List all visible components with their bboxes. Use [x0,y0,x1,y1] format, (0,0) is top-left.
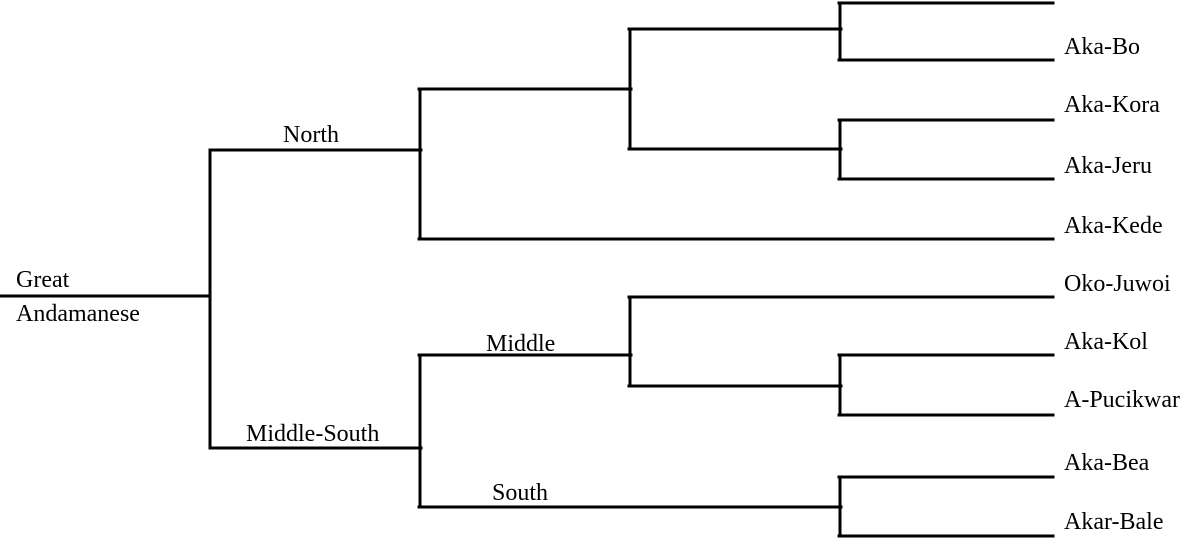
root-label-line1: Great [16,267,70,293]
middle-south-node-label: Middle-South [246,421,380,447]
south-node-label: South [492,480,549,506]
oko-juwoi-leaf-label: Oko-Juwoi [1064,271,1171,297]
aka-kora-leaf-label: Aka-Kora [1064,92,1160,118]
north-node-label: North [283,122,339,148]
middle-node-label: Middle [486,331,556,357]
aka-jeru-leaf-label: Aka-Jeru [1064,153,1152,179]
root-label-line2: Andamanese [16,301,140,327]
a-pucikwar-leaf-label: A-Pucikwar [1064,387,1180,413]
aka-bea-leaf-label: Aka-Bea [1064,450,1150,476]
aka-bo-leaf-label: Aka-Bo [1064,34,1140,60]
akar-bale-leaf-label: Akar-Bale [1064,509,1164,535]
aka-kede-leaf-label: Aka-Kede [1064,213,1163,239]
aka-kol-leaf-label: Aka-Kol [1064,329,1148,355]
